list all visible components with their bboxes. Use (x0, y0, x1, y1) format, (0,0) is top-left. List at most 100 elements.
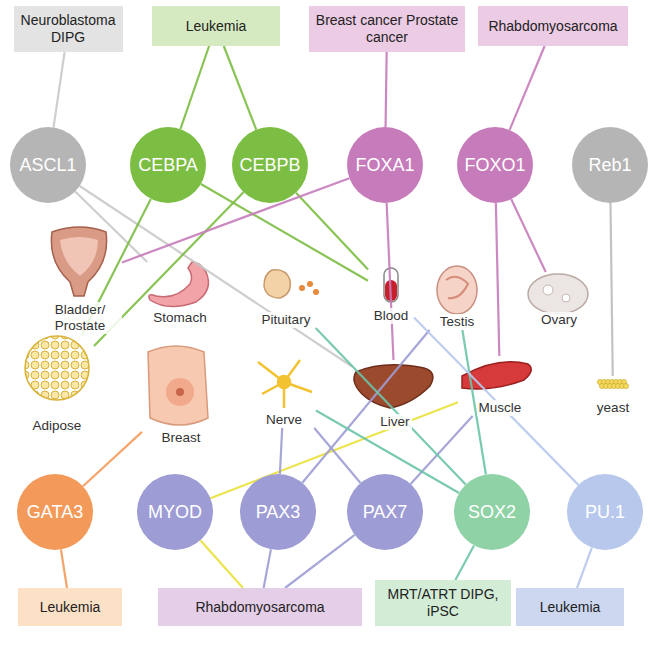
breast-icon (148, 346, 208, 425)
ovary-icon (528, 274, 588, 314)
tissue-node: Muscle (458, 356, 542, 416)
link-line (414, 317, 578, 484)
link-stroke (577, 548, 592, 588)
disease-label: Breast cancer Prostate cancer (315, 12, 459, 46)
disease-box: MRT/ATRT DIPG, iPSC (375, 580, 511, 626)
tissue-label: Muscle (477, 400, 524, 416)
factor-circle: SOX2 (454, 474, 530, 550)
link-stroke (610, 203, 612, 376)
bladder-icon (51, 227, 106, 296)
tissue-label: Adipose (31, 418, 84, 434)
pituitary-icon (264, 270, 319, 298)
yeast-cell (623, 383, 628, 388)
tissue-label: Ovary (539, 312, 579, 328)
factor-name: ASCL1 (19, 155, 76, 176)
link-stroke (411, 416, 473, 484)
link-line (387, 203, 394, 360)
link-stroke (280, 428, 282, 474)
tissue-node: yeast (590, 376, 636, 416)
link-stroke (496, 203, 499, 356)
factor-circle: FOXO1 (457, 127, 533, 203)
tissue-node: Ovary (524, 272, 594, 328)
tissue-label: Stomach (151, 310, 208, 326)
link-line (510, 46, 545, 130)
link-stroke (296, 193, 368, 270)
link-stroke (414, 317, 578, 484)
factor-name: CEBPA (138, 155, 198, 176)
tissue-label: Breast (159, 430, 202, 446)
tissue-node: Breast (142, 346, 220, 446)
link-stroke (224, 46, 256, 130)
link-line (83, 432, 142, 486)
link-stroke (180, 46, 209, 129)
link-line (316, 328, 466, 485)
link-stroke (511, 199, 545, 272)
tissue-label: Blood (372, 308, 411, 324)
link-line (54, 52, 65, 127)
link-line (61, 550, 67, 588)
factor-name: Reb1 (588, 155, 631, 176)
link-line (314, 428, 360, 483)
link-line (302, 330, 429, 483)
link-line (455, 545, 474, 580)
factor-circle: FOXA1 (347, 127, 423, 203)
disease-box: Leukemia (152, 6, 280, 46)
factor-circle: GATA3 (17, 474, 93, 550)
factor-name: PU.1 (585, 502, 625, 523)
tissue-label: Nerve (264, 412, 304, 428)
tissue-label: Pituitary (260, 312, 313, 328)
disease-label: Rhabdomyosarcoma (195, 599, 324, 616)
disease-label: Leukemia (40, 599, 101, 616)
yeast-icon (597, 379, 628, 388)
factor-name: FOXO1 (464, 155, 525, 176)
link-line (200, 540, 243, 588)
link-line (411, 416, 473, 484)
link-stroke (302, 330, 429, 483)
link-stroke (387, 203, 394, 360)
link-line (210, 402, 458, 498)
link-stroke (200, 540, 243, 588)
tissue-node: Testis (426, 264, 488, 330)
link-stroke (210, 402, 458, 498)
disease-box: Rhabdomyosarcoma (478, 6, 628, 46)
link-stroke (83, 432, 142, 486)
tissue-node: Adipose (20, 334, 94, 434)
disease-label: Neuroblastoma DIPG (20, 12, 117, 46)
disease-label: Leukemia (186, 18, 247, 35)
link-stroke (264, 549, 271, 588)
factor-circle: CEBPA (130, 127, 206, 203)
disease-label: Rhabdomyosarcoma (488, 18, 617, 35)
link-stroke (61, 550, 67, 588)
link-line (264, 549, 271, 588)
factor-circle: PAX3 (240, 474, 316, 550)
disease-box: Breast cancer Prostate cancer (309, 6, 465, 52)
tissue-node: Nerve (252, 356, 316, 428)
disease-box: Leukemia (516, 588, 624, 626)
tissue-label: Testis (438, 314, 477, 330)
tissue-label: yeast (595, 400, 631, 416)
link-line (80, 186, 352, 367)
link-line (280, 428, 282, 474)
tissue-node: Bladder/ Prostate (38, 222, 122, 334)
link-stroke (455, 545, 474, 580)
tissue-label: Liver (378, 414, 411, 430)
factor-circle: Reb1 (572, 127, 648, 203)
adipose-icon (25, 336, 89, 400)
factor-circle: ASCL1 (10, 127, 86, 203)
factor-name: PAX7 (363, 502, 408, 523)
factor-name: MYOD (148, 502, 202, 523)
disease-box: Neuroblastoma DIPG (14, 6, 123, 52)
tissue-node: Blood (368, 264, 414, 324)
link-stroke (54, 52, 65, 127)
tissue-node: Pituitary (246, 266, 326, 328)
link-line (577, 548, 592, 588)
disease-box: Leukemia (18, 588, 122, 626)
disease-box: Rhabdomyosarcoma (158, 588, 362, 626)
liver-icon (354, 365, 433, 408)
disease-label: Leukemia (540, 599, 601, 616)
link-stroke (80, 186, 352, 367)
link-line (511, 199, 545, 272)
link-line (224, 46, 256, 130)
factor-circle: MYOD (137, 474, 213, 550)
